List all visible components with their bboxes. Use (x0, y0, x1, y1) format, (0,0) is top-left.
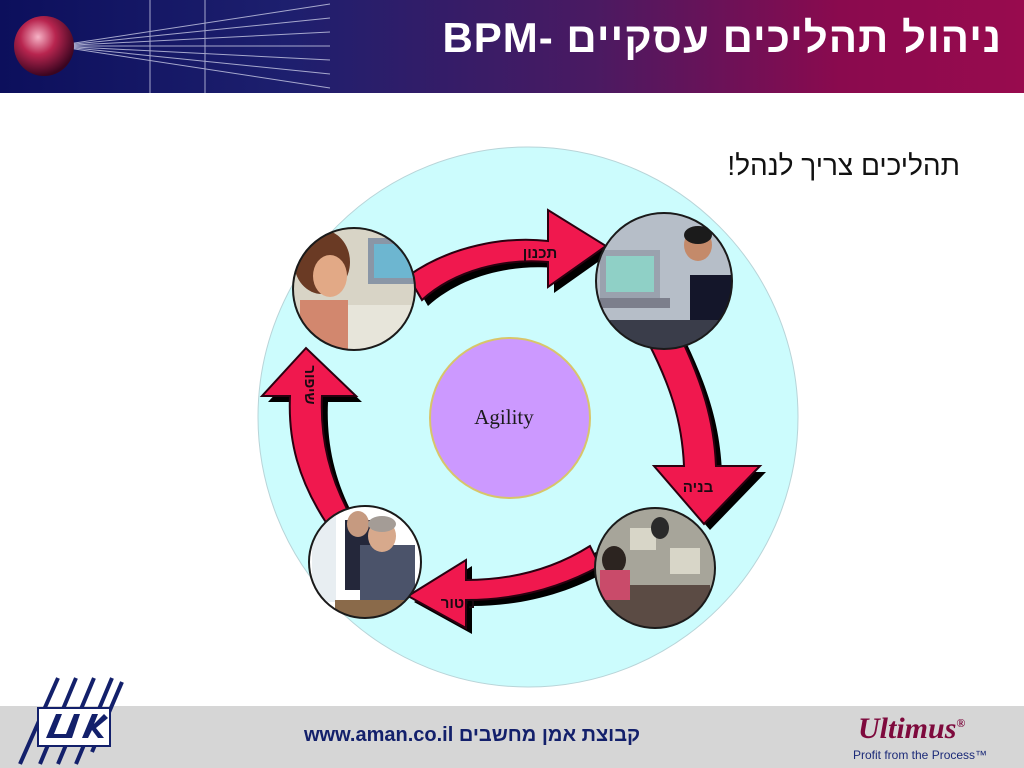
globe-beams-icon (14, 0, 331, 93)
aman-logo-icon (0, 677, 130, 768)
website-link[interactable]: www.aman.co.il (304, 724, 454, 746)
stage-label-planning: תכנון (523, 245, 558, 262)
ultimus-logo: Ultimus® (858, 712, 965, 746)
photo-woman-at-computer (292, 227, 416, 351)
agility-label: Agility (474, 405, 534, 429)
brand-name: Ultimus (858, 712, 957, 745)
stage-label-improvement: שיפור (301, 365, 318, 404)
arrow-building (646, 334, 766, 530)
agility-circle (429, 337, 591, 499)
arrow-monitoring (406, 544, 606, 634)
stage-label-monitoring: ניטור (441, 595, 475, 612)
brand-tagline: Profit from the Process™ (853, 748, 988, 762)
bpm-cycle-diagram: תכנון בניה ניטור שיפור Agility (257, 146, 799, 688)
footer-bar: www.aman.co.il קבוצת אמן מחשבים Ultimus®… (0, 706, 1024, 768)
registered-mark: ® (956, 716, 966, 730)
arrow-improvement (259, 346, 362, 530)
stage-label-building: בניה (683, 479, 714, 496)
photo-team-computer-room (594, 507, 716, 629)
page-title: ניהול תהליכים עסקיים -BPM (442, 14, 1002, 61)
slide-subtitle: תהליכים צריך לנהל! (727, 150, 960, 181)
header-banner: ניהול תהליכים עסקיים -BPM (0, 0, 1024, 93)
footer-text: www.aman.co.il קבוצת אמן מחשבים (304, 724, 640, 747)
company-name: קבוצת אמן מחשבים (458, 724, 641, 746)
